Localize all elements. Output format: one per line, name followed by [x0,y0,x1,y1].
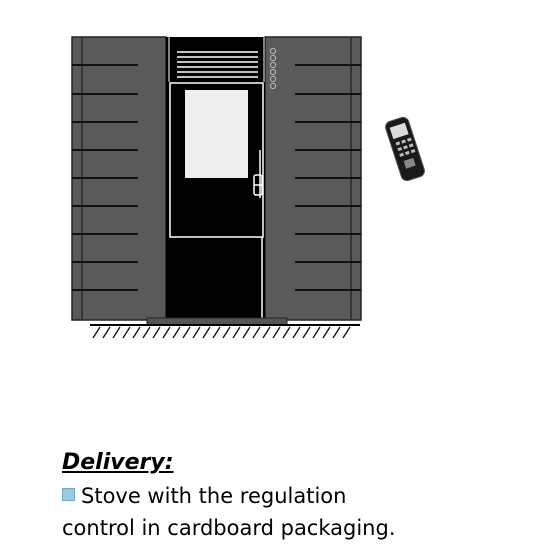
delivery-section: Delivery: Stove with the regulation cont… [62,448,396,544]
remote-control-icon [385,116,425,182]
stove-body [166,37,277,320]
delivery-description: Stove with the regulation control in car… [62,480,396,544]
left-side-panel [71,36,167,321]
delivery-line-2: control in cardboard packaging. [62,516,396,540]
floor-hatching [92,326,351,339]
control-buttons [269,47,277,90]
door-glass [185,90,248,178]
delivery-heading: Delivery: [62,450,174,475]
square-bullet-icon [62,488,75,501]
delivery-line-1: Stove with the regulation [81,484,347,508]
door-handle [253,150,263,198]
vent-grille [177,51,258,78]
right-side-panel [264,36,362,321]
stove-base [146,317,288,326]
